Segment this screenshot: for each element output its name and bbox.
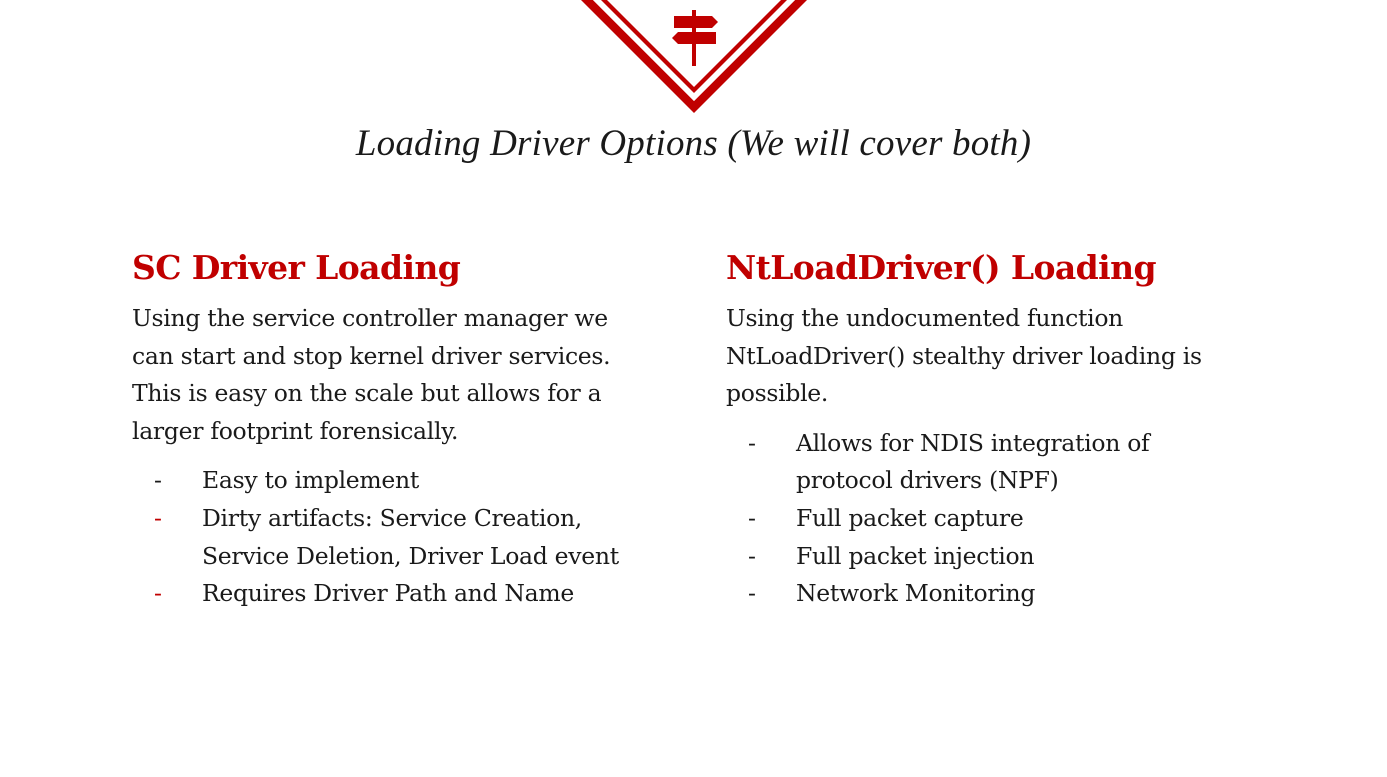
bullet-marker: - [154,466,162,495]
right-column: NtLoadDriver() Loading Using the undocum… [726,244,1266,613]
left-body: Using the service controller manager we … [132,304,611,445]
list-item: - Dirty artifacts: Service Creation, Ser… [132,500,662,575]
bullet-text: Allows for NDIS integration of protocol … [796,428,1150,495]
bullet-marker: - [748,503,756,532]
left-bullet-list: - Easy to implement - Dirty artifacts: S… [132,462,672,612]
list-item: - Easy to implement [132,462,662,500]
right-body: Using the undocumented function NtLoadDr… [726,304,1202,408]
emblem-outer-chevron [581,0,807,113]
left-heading: SC Driver Loading [132,248,461,287]
right-heading: NtLoadDriver() Loading [726,248,1157,287]
bullet-marker: - [748,428,756,457]
bullet-marker: - [154,579,162,608]
bullet-marker: - [154,503,162,532]
bullet-text: Full packet injection [796,541,1035,570]
bullet-text: Network Monitoring [796,579,1036,608]
left-column: SC Driver Loading Using the service cont… [132,244,672,613]
bullet-text: Dirty artifacts: Service Creation, Servi… [202,503,619,570]
bullet-marker: - [748,579,756,608]
bullet-text: Full packet capture [796,503,1024,532]
right-bullet-list: - Allows for NDIS integration of protoco… [726,425,1266,613]
list-item: - Full packet capture [726,500,1216,538]
slide-subtitle: Loading Driver Options (We will cover bo… [355,123,1032,164]
list-item: - Allows for NDIS integration of protoco… [726,425,1216,500]
list-item: - Network Monitoring [726,575,1216,613]
list-item: - Full packet injection [726,538,1216,576]
list-item: - Requires Driver Path and Name [132,575,662,613]
emblem [581,0,807,113]
signpost-icon [672,10,718,66]
bullet-text: Requires Driver Path and Name [202,579,574,608]
bullet-marker: - [748,541,756,570]
bullet-text: Easy to implement [202,466,419,495]
